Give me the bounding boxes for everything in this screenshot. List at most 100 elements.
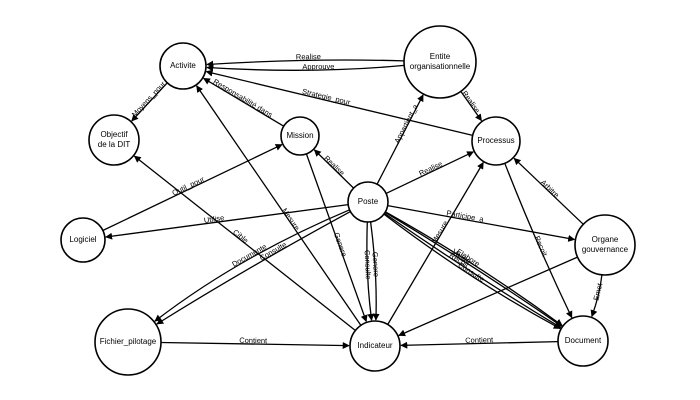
edge-mission-indicateur: Genere [305, 153, 368, 323]
node-circle [557, 315, 609, 367]
edge-label: Arbitre [539, 178, 561, 200]
node-logiciel[interactable]: Logiciel [60, 217, 106, 263]
edge-arrow [206, 64, 405, 72]
edge-indicateur-objectif: Cible [133, 155, 356, 332]
edge-arrow [369, 221, 380, 321]
edge-label: Mesure [280, 206, 302, 232]
edge-entite-activite: Approuve [206, 62, 405, 72]
node-circle [60, 217, 106, 263]
edge-arrow [384, 211, 563, 327]
edge-entite-activite: Realise [206, 52, 405, 68]
edge-arrow [504, 163, 573, 319]
edge-arrow [387, 204, 576, 242]
node-circle [159, 42, 207, 90]
node-label: Mission [286, 131, 313, 140]
node-label: Document [565, 336, 602, 345]
edge-label: Outil_pour [171, 174, 207, 197]
node-label: Poste [358, 197, 379, 206]
edge-arrow [105, 203, 349, 240]
edge-arrow [376, 94, 424, 185]
edge-poste-mission: Realise [313, 149, 355, 189]
edge-arrow [160, 341, 350, 349]
edge-arrow [202, 77, 285, 127]
node-label: Fichier_pilotage [100, 337, 157, 346]
edge-label: Recoit [533, 234, 550, 258]
node-circle [280, 116, 320, 156]
node-circle [471, 116, 521, 166]
node-mission[interactable]: Mission [280, 116, 320, 156]
edge-poste-indicateur: Consulte [363, 221, 375, 321]
node-indicateur[interactable]: Indicateur [349, 320, 401, 372]
edge-arrow [385, 151, 475, 194]
edge-arrow [313, 149, 355, 189]
edge-arrow [383, 213, 561, 330]
edge-arrow [131, 82, 168, 122]
node-label: Objectif [100, 130, 128, 139]
node-label: Logiciel [69, 235, 96, 244]
edge-poste-entite: Appartient_a [376, 94, 424, 185]
node-fichier[interactable]: Fichier_pilotage [94, 308, 162, 376]
node-circle [94, 308, 162, 376]
edge-label: Responsabilité dans [212, 77, 275, 120]
node-circle [403, 25, 477, 99]
edge-label: Cible [231, 227, 250, 245]
node-label: gouvernance [582, 245, 629, 254]
edge-label: Contient [465, 335, 494, 345]
edge-arrow [398, 256, 578, 337]
node-document[interactable]: Document [557, 315, 609, 367]
edge-label: Strategie_pour [301, 87, 351, 107]
edge-label: Consulte [363, 250, 373, 280]
edge-arrow [460, 91, 483, 122]
node-activite[interactable]: Activite [159, 42, 207, 90]
edge-arrow [400, 340, 559, 349]
node-label: organisationnelle [410, 62, 471, 71]
edge-label: Realise [322, 154, 346, 178]
edge-arrow [205, 69, 473, 137]
edge-arrow [102, 144, 283, 232]
edge-label: Contient [239, 336, 268, 345]
edge-arrow [154, 209, 350, 322]
edge-label: Genere [332, 231, 349, 258]
edge-poste-processus: Realise [385, 151, 475, 194]
edge-organe-processus: Arbitre [513, 157, 584, 225]
edge-arrow [156, 211, 351, 325]
edge-poste-indicateur: Genere [369, 221, 381, 321]
edge-arrow [590, 274, 603, 318]
node-processus[interactable]: Processus [471, 116, 521, 166]
node-poste[interactable]: Poste [347, 181, 389, 223]
edge-document-indicateur: Contient [400, 335, 559, 349]
node-label: Processus [477, 136, 514, 145]
edge-label: Participe_a [446, 208, 485, 224]
edge-organe-indicateur [398, 256, 578, 337]
node-circle [347, 181, 389, 223]
edge-arrow [206, 59, 405, 68]
edge-label: Realise [417, 159, 443, 178]
edge-label: Realise [296, 52, 321, 61]
edge-organe-document: Emet [590, 274, 605, 318]
node-circle [88, 114, 140, 166]
node-label: Entite [430, 52, 451, 61]
edge-label: Realise [460, 89, 482, 115]
nodes-layer: Activite EntiteorganisationnelleObjectifd… [60, 25, 636, 376]
edge-label: Approuve [302, 62, 334, 71]
edge-label: Emet [591, 281, 604, 301]
node-circle [349, 320, 401, 372]
node-label: Activite [170, 61, 196, 70]
edge-arrow [196, 85, 362, 326]
edge-arrow [366, 221, 375, 321]
edge-mission-activite: Responsabilité dans [202, 77, 285, 127]
edge-arrow [385, 211, 563, 327]
node-label: de la DIT [98, 140, 131, 149]
edge-label: Moyens_pour [130, 79, 168, 119]
edge-arrow [513, 157, 584, 225]
edge-label: Genere [370, 252, 380, 277]
node-label: Indicateur [357, 341, 392, 350]
edge-arrow [305, 153, 368, 323]
edge-arrow [133, 155, 356, 332]
edge-label: Appartient_a [392, 102, 420, 145]
edge-entite-processus: Realise [460, 89, 483, 122]
